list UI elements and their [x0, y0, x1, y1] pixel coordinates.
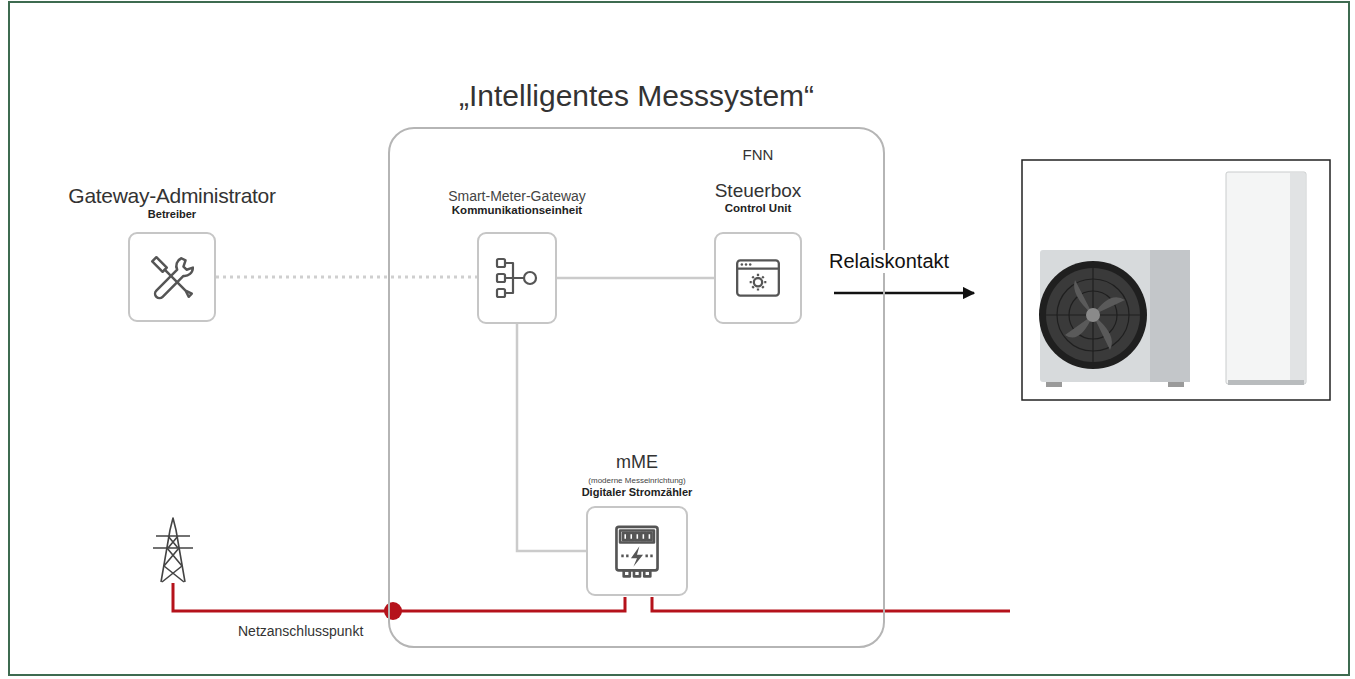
node-heading: Gateway-Administrator — [47, 184, 297, 208]
standard-tag: FNN — [678, 146, 838, 163]
node-subtitle: Control Unit — [678, 202, 838, 215]
control-node: FNN SteuerboxControl Unit — [678, 146, 838, 324]
diagram-title: „Intelligentes Messsystem“ — [390, 79, 883, 114]
gateway-node: Smart-Meter-GatewayKommunikationseinheit — [422, 188, 612, 324]
node-subtitle: Digitaler Stromzähler — [537, 486, 737, 499]
node-heading: mME — [537, 452, 737, 473]
icon-symbol — [733, 253, 783, 303]
meter-link — [517, 324, 586, 551]
node-note: (moderne Messeinrichtung) — [537, 476, 737, 485]
actor-node: Gateway-AdministratorBetreiber — [47, 184, 297, 322]
connection-point-label: Netzanschlusspunkt — [238, 623, 363, 639]
icon-box — [586, 506, 688, 596]
icon-box — [477, 232, 557, 324]
icon-box — [128, 232, 216, 322]
admin-link — [216, 276, 477, 279]
system-boundary: „Intelligentes Messsystem“Smart-Meter-Ga… — [388, 127, 885, 648]
icon-box — [714, 232, 802, 324]
meter-node: mME (moderne Messeinrichtung)Digitaler St… — [537, 452, 737, 596]
icon-symbol — [608, 522, 666, 580]
node-subtitle: Betreiber — [47, 208, 297, 221]
icon-symbol — [147, 252, 197, 302]
node-subtitle: Kommunikationseinheit — [422, 204, 612, 217]
signal-label: Relaiskontakt — [826, 250, 952, 273]
icon-symbol — [493, 254, 541, 302]
control-link — [557, 277, 714, 280]
node-heading: Smart-Meter-Gateway — [422, 188, 612, 204]
node-heading: Steuerbox — [678, 180, 838, 202]
